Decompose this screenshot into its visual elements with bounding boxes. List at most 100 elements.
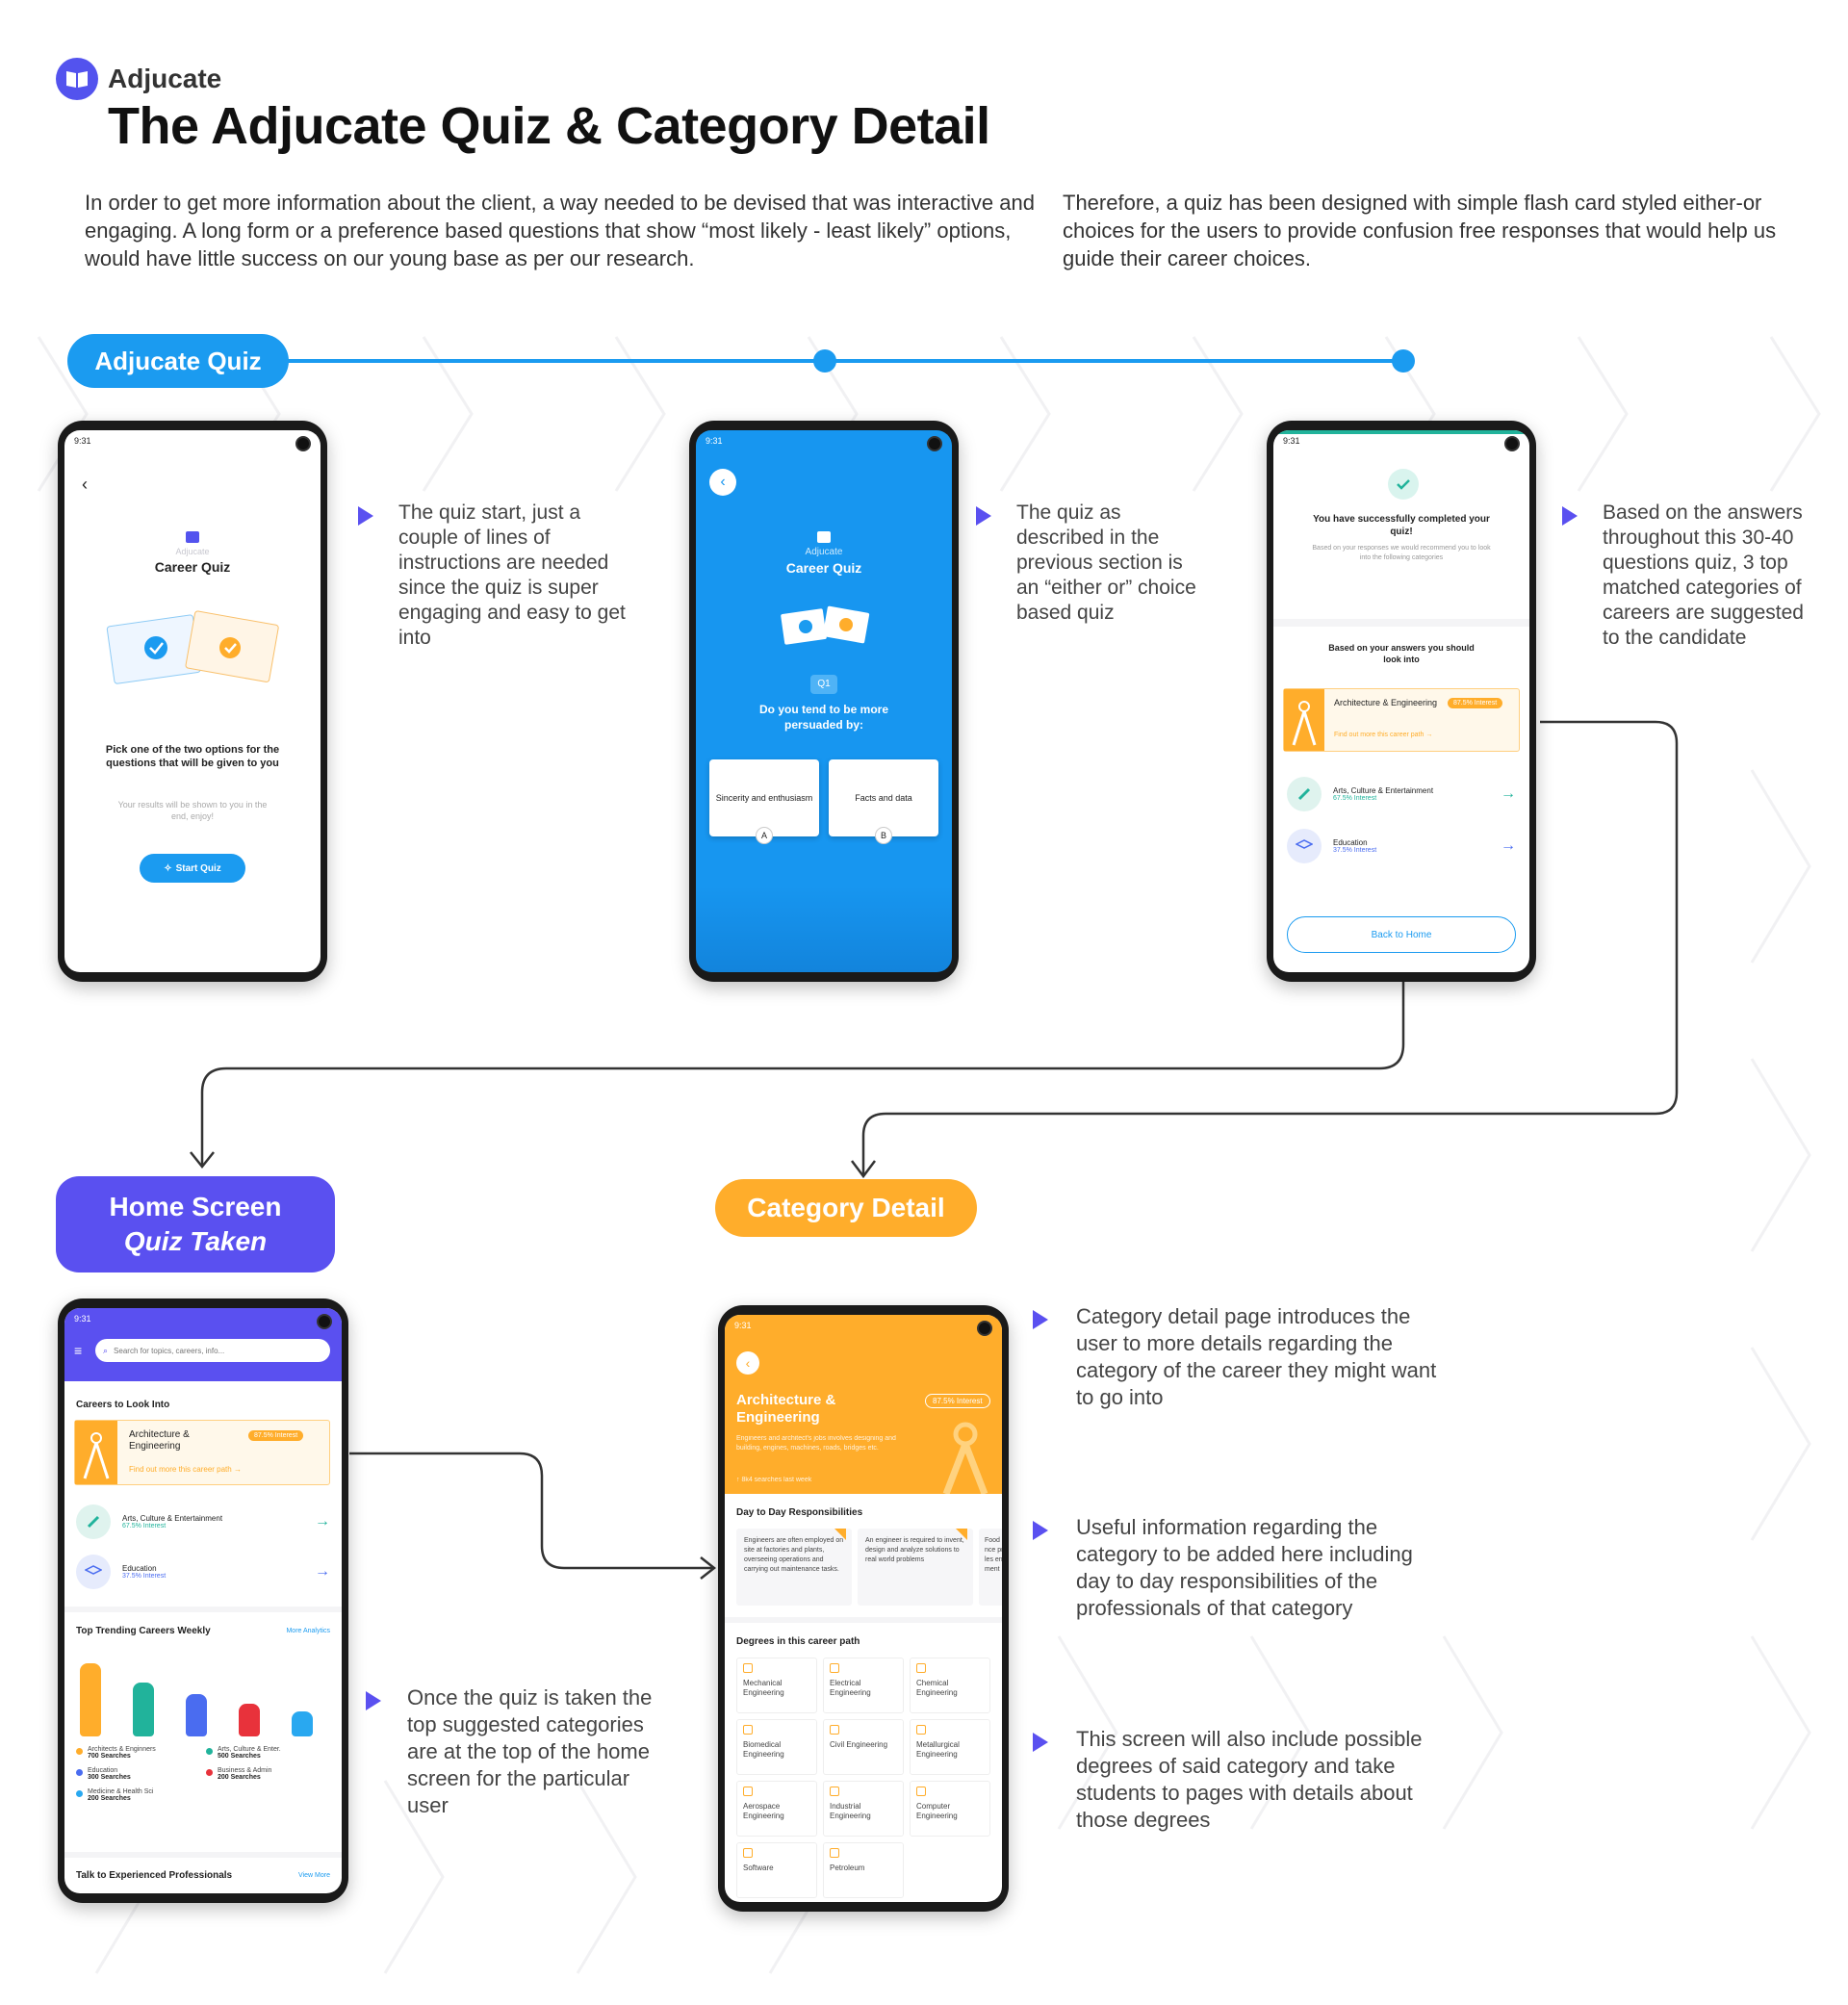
degree-card[interactable]: Software [736,1842,817,1898]
career-link-text: Find out more this career path [129,1465,232,1474]
page-title: The Adjucate Quiz & Category Detail [108,97,990,155]
degree-card[interactable]: Computer Engineering [910,1781,990,1837]
view-more-link[interactable]: View More [298,1872,330,1879]
degree-icon [743,1787,753,1796]
legend-dot [76,1769,83,1776]
background-illustration [696,886,952,972]
flashcards-illustration-icon [781,605,870,645]
compass-icon [75,1421,117,1484]
degree-name: Chemical Engineering [916,1679,958,1697]
phone-home: 9:31 ≡ ⌕ Careers to Look Into Architectu… [58,1298,348,1903]
quiz-question: Do you tend to be more persuaded by: [758,703,888,732]
search-bar[interactable]: ⌕ [95,1339,330,1362]
back-to-home-button[interactable]: Back to Home [1287,916,1516,953]
brand-logo: Adjucate [56,58,221,100]
trending-bar [186,1694,207,1736]
status-time: 9:31 [734,1321,752,1330]
book-icon [817,531,831,543]
degree-card[interactable]: Petroleum [823,1842,904,1898]
degree-card[interactable]: Metallurgical Engineering [910,1719,990,1775]
arrow-right-icon: → [1501,785,1516,802]
divider [64,1607,342,1612]
brand-name: Adjucate [175,547,210,556]
description-home: Once the quiz is taken the top suggested… [407,1685,653,1817]
phone-quiz-result: 9:31 You have successfully completed you… [1267,421,1536,982]
camera-icon [977,1321,992,1336]
interest-text: 67.5% Interest [1333,795,1377,802]
book-icon [186,531,199,543]
career-link[interactable]: Find out more this career path → [129,1465,242,1474]
degree-card[interactable]: Civil Engineering [823,1719,904,1775]
career-name: Education [1333,838,1368,847]
interest-text: 37.5% Interest [1333,847,1377,854]
bullet-triangle-icon [366,1691,381,1710]
completed-title: You have successfully completed your qui… [1313,514,1490,537]
legend-count: 500 Searches [218,1753,261,1760]
degree-card[interactable]: Biomedical Engineering [736,1719,817,1775]
description-category-3: This screen will also include possible d… [1076,1727,1423,1832]
camera-icon [317,1314,332,1329]
degree-card[interactable]: Chemical Engineering [910,1658,990,1713]
career-link[interactable]: Find out more this career path → [1334,732,1432,738]
option-a-card[interactable]: Sincerity and enthusiasm [709,759,819,836]
degree-name: Biomedical Engineering [743,1740,784,1759]
legend-name: Education [88,1767,118,1774]
legend-name: Business & Admin [218,1767,272,1774]
back-button[interactable]: ‹ [736,1351,759,1375]
legend-dot [76,1790,83,1797]
more-analytics-link[interactable]: More Analytics [286,1628,330,1634]
degrees-title: Degrees in this career path [736,1636,860,1647]
trending-bar [133,1683,154,1736]
brand-name: Adjucate [108,64,222,93]
option-b-label: B [875,827,892,844]
trending-bars [80,1650,330,1736]
degree-icon [830,1787,839,1796]
bullet-triangle-icon [1033,1310,1048,1329]
legend-name: Medicine & Health Sci [88,1788,154,1795]
degree-icon [743,1663,753,1673]
search-input[interactable] [114,1346,259,1355]
camera-icon [295,436,311,451]
back-icon[interactable]: ‹ [82,475,88,494]
interest-badge: 87.5% Interest [925,1394,990,1408]
degree-card[interactable]: Mechanical Engineering [736,1658,817,1713]
degree-card[interactable]: Electrical Engineering [823,1658,904,1713]
degree-name: Software [743,1864,774,1872]
interest-text: 67.5% Interest [122,1523,167,1529]
sparkle-icon: ✧ [164,862,172,874]
top-career-card[interactable]: Architecture & Engineering 87.5% Interes… [74,1420,330,1485]
degree-name: Industrial Engineering [830,1802,871,1820]
trending-title: Top Trending Careers Weekly [76,1626,211,1636]
degrees-grid: Mechanical Engineering Electrical Enginee… [736,1658,990,1898]
section-home-line1: Home Screen [109,1192,282,1221]
section-category: Category Detail [715,1179,977,1237]
degree-card[interactable]: Aerospace Engineering [736,1781,817,1837]
degree-card[interactable]: Industrial Engineering [823,1781,904,1837]
responsibility-card: An engineer is required to invent, desig… [858,1529,973,1606]
top-career-card[interactable]: Architecture & Engineering 87.5% Interes… [1283,688,1520,752]
interest-badge: 87.5% Interest [248,1430,304,1441]
brand-name: Adjucate [805,547,843,557]
degree-name: Electrical Engineering [830,1679,871,1697]
back-button[interactable]: ‹ [709,469,736,496]
start-quiz-button[interactable]: ✧Start Quiz [140,854,245,883]
menu-icon[interactable]: ≡ [74,1343,83,1358]
legend-text: Arts, Culture & Enter.500 Searches [218,1746,281,1760]
option-b-card[interactable]: Facts and data [829,759,938,836]
bullet-triangle-icon [1562,506,1578,526]
search-stat-text: 8k4 searches last week [741,1477,812,1483]
option-a-text: Sincerity and enthusiasm [715,793,813,803]
phone-quiz-start: 9:31 ‹ Adjucate Career Quiz Pick one of … [58,421,327,982]
